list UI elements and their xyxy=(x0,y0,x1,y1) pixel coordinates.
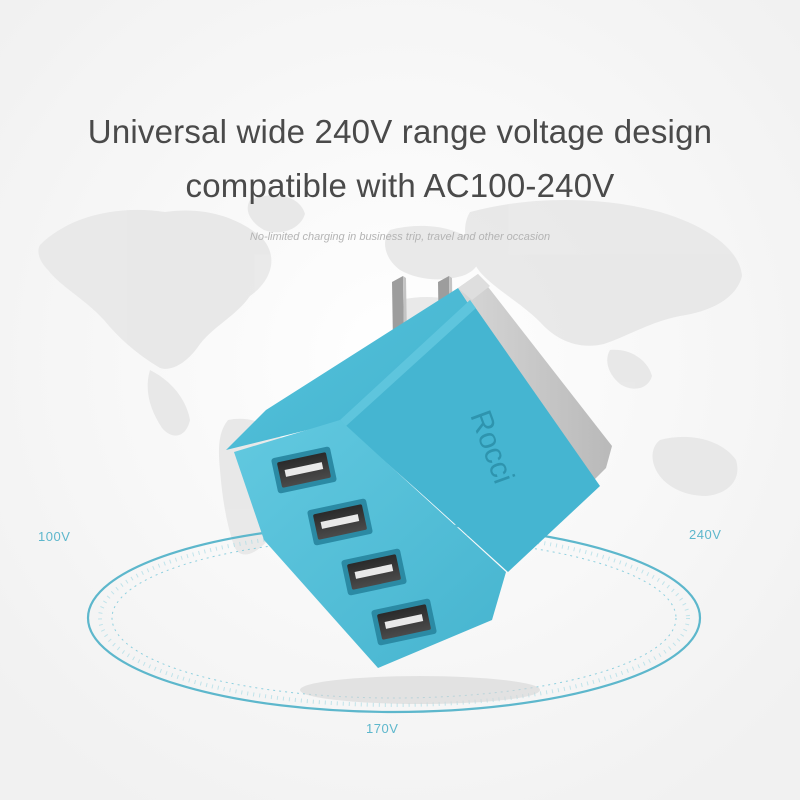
voltage-label-100v: 100V xyxy=(38,529,71,544)
usb-port xyxy=(341,548,407,596)
usb-port xyxy=(371,598,437,646)
headline-line-2: compatible with AC100-240V xyxy=(185,167,615,204)
usb-port xyxy=(271,446,337,494)
subheadline: No-limited charging in business trip, tr… xyxy=(249,231,551,243)
charger-shadow xyxy=(300,676,540,704)
voltage-label-170v: 170V xyxy=(366,721,399,736)
voltage-dial-tick-ring xyxy=(98,529,690,707)
usb-ports xyxy=(271,446,437,646)
usb-charger: Rocci xyxy=(226,274,612,704)
headline-line-1: Universal wide 240V range voltage design xyxy=(87,113,713,150)
usb-port xyxy=(307,498,373,546)
charger-side-panel xyxy=(458,274,612,486)
voltage-label-240v: 240V xyxy=(689,527,722,542)
